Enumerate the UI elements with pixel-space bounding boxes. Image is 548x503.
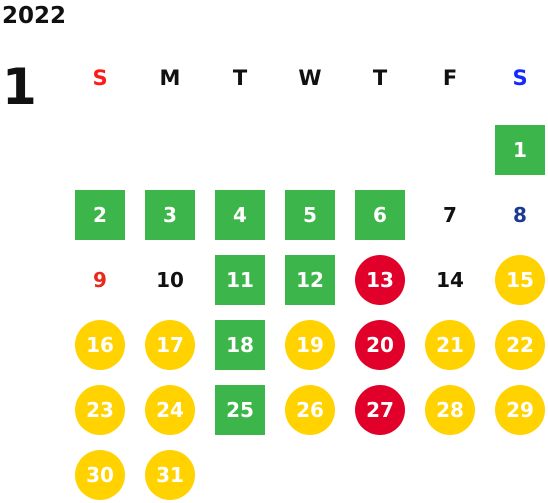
weekday-label: T	[372, 66, 388, 90]
day-cell[interactable]: 31	[145, 450, 195, 500]
day-cell[interactable]: 20	[355, 320, 405, 370]
day-cell[interactable]: 26	[285, 385, 335, 435]
day-cell[interactable]: 14	[436, 268, 464, 292]
day-cell[interactable]: 30	[75, 450, 125, 500]
day-cell[interactable]: 9	[93, 268, 107, 292]
day-cell[interactable]: 3	[145, 190, 195, 240]
weekday-label: S	[512, 66, 528, 90]
day-cell[interactable]: 19	[285, 320, 335, 370]
month-label: 1	[2, 58, 37, 116]
weekday-label: W	[298, 66, 322, 90]
day-cell[interactable]: 18	[215, 320, 265, 370]
day-cell[interactable]: 1	[495, 125, 545, 175]
day-cell[interactable]: 8	[513, 203, 527, 227]
weekday-label: F	[442, 66, 458, 90]
day-cell[interactable]: 6	[355, 190, 405, 240]
day-cell[interactable]: 5	[285, 190, 335, 240]
day-cell[interactable]: 17	[145, 320, 195, 370]
day-cell[interactable]: 15	[495, 255, 545, 305]
day-cell[interactable]: 10	[156, 268, 184, 292]
day-cell[interactable]: 27	[355, 385, 405, 435]
day-cell[interactable]: 29	[495, 385, 545, 435]
day-cell[interactable]: 24	[145, 385, 195, 435]
day-cell[interactable]: 13	[355, 255, 405, 305]
weekday-label: S	[92, 66, 108, 90]
day-cell[interactable]: 21	[425, 320, 475, 370]
day-cell[interactable]: 4	[215, 190, 265, 240]
day-cell[interactable]: 11	[215, 255, 265, 305]
weekday-label: T	[232, 66, 248, 90]
day-cell[interactable]: 2	[75, 190, 125, 240]
day-cell[interactable]: 12	[285, 255, 335, 305]
day-cell[interactable]: 22	[495, 320, 545, 370]
day-cell[interactable]: 25	[215, 385, 265, 435]
day-cell[interactable]: 28	[425, 385, 475, 435]
year-label: 2022	[2, 3, 67, 29]
day-cell[interactable]: 23	[75, 385, 125, 435]
day-cell[interactable]: 16	[75, 320, 125, 370]
day-cell[interactable]: 7	[443, 203, 457, 227]
weekday-label: M	[159, 66, 181, 90]
